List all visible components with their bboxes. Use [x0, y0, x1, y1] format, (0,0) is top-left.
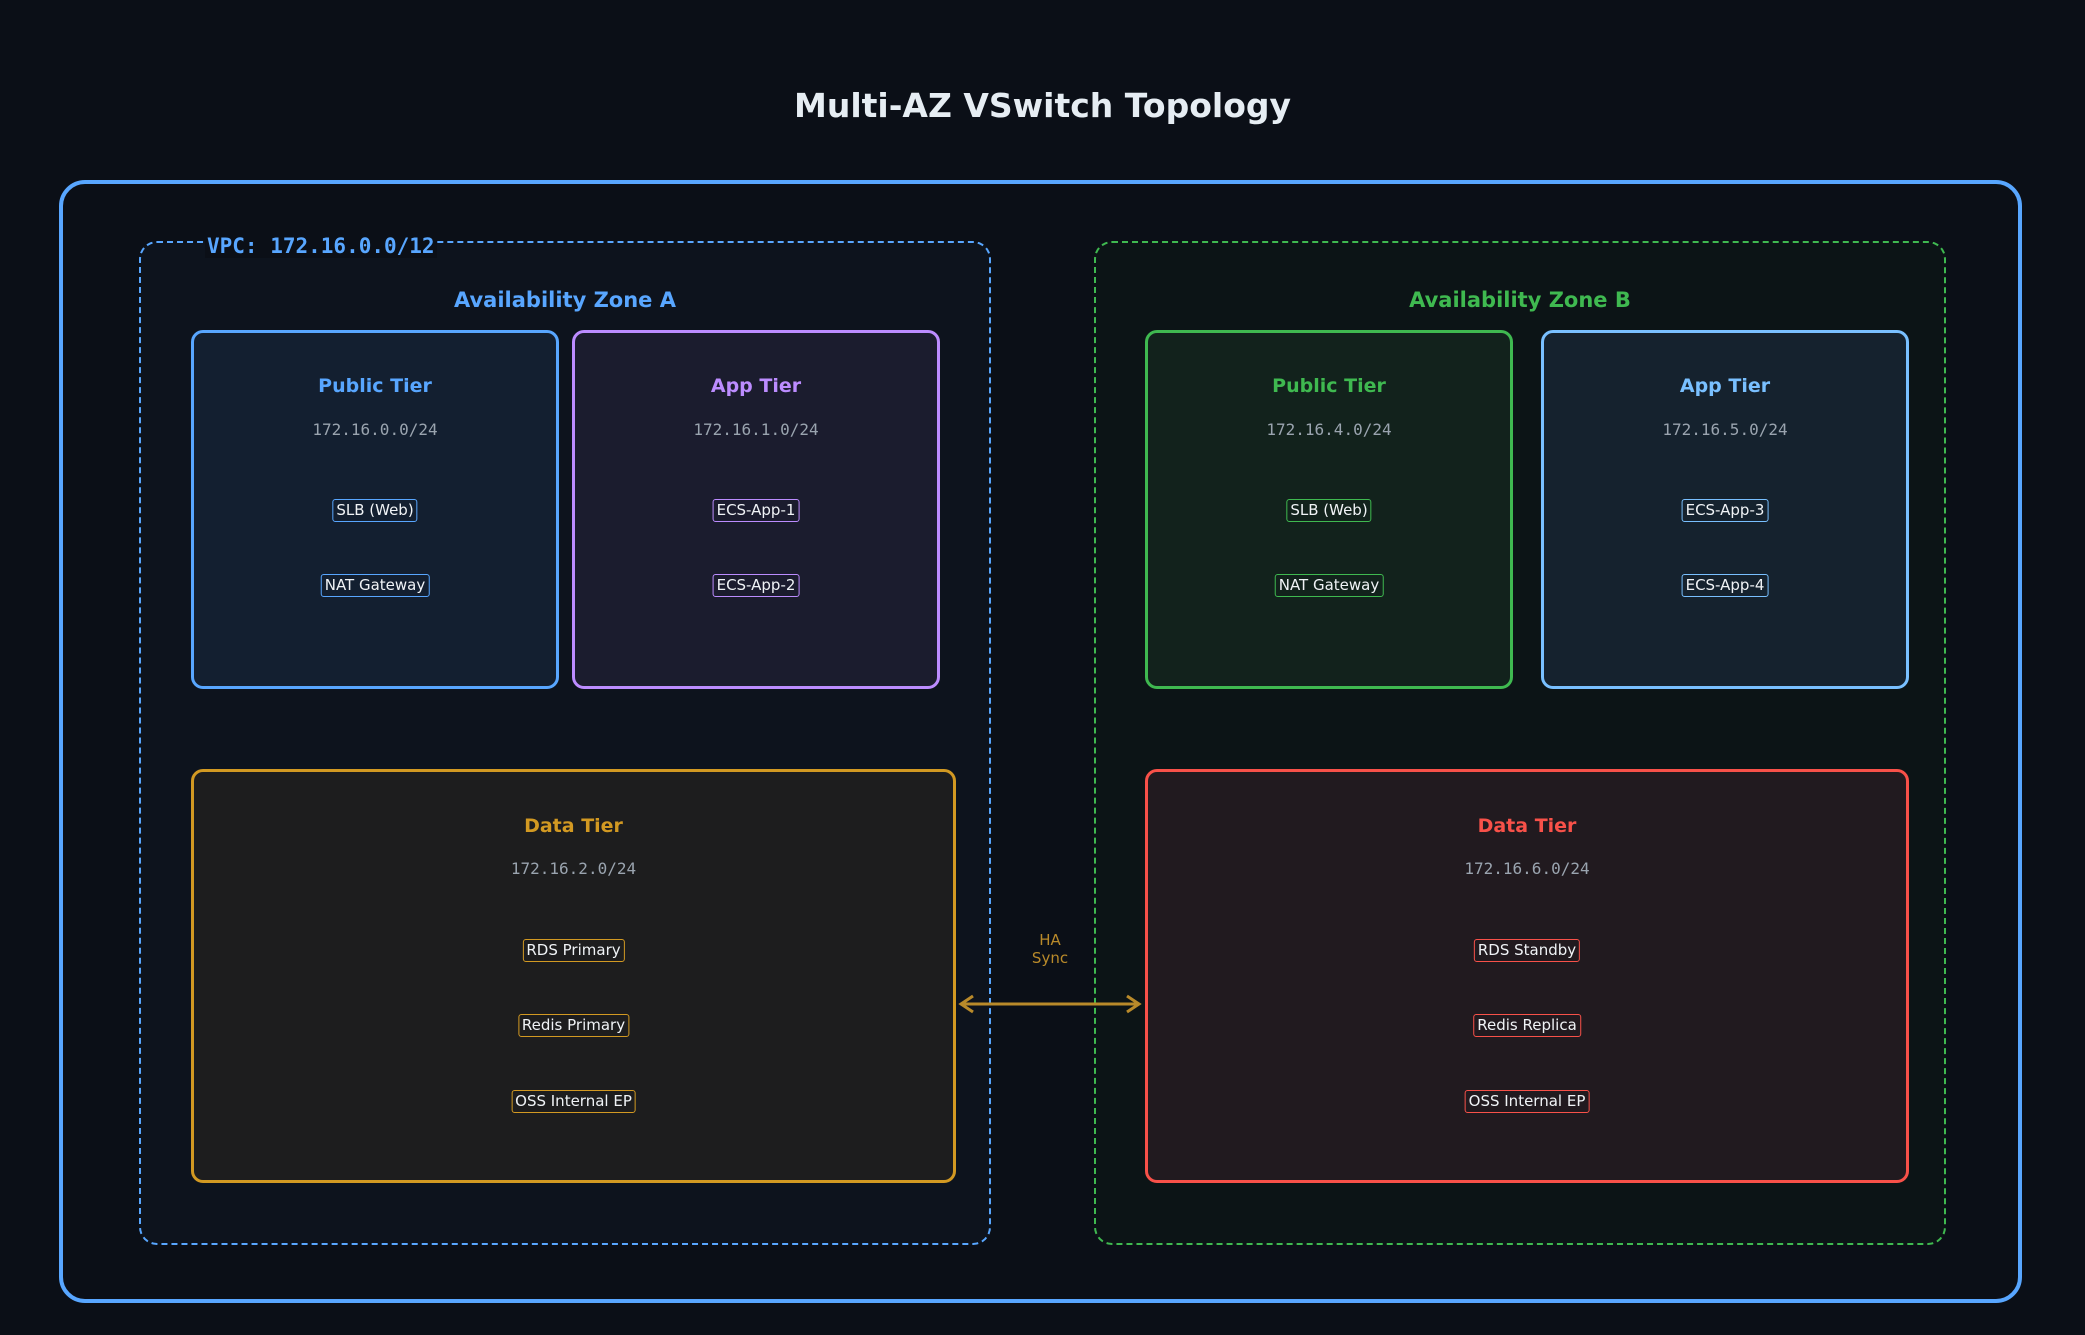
zone-b-label: Availability Zone B — [1409, 288, 1631, 312]
resource-ecs-app[interactable]: ECS-App-4 — [1681, 574, 1769, 597]
zone-a-data-tier[interactable]: Data Tier 172.16.2.0/24 RDS Primary Redi… — [191, 769, 956, 1183]
tier-cidr: 172.16.4.0/24 — [1266, 420, 1392, 439]
zone-a-public-tier[interactable]: Public Tier 172.16.0.0/24 SLB (Web) NAT … — [191, 330, 559, 689]
resource-rds[interactable]: RDS Standby — [1473, 939, 1581, 962]
tier-cidr: 172.16.0.0/24 — [312, 420, 438, 439]
tier-name: App Tier — [1679, 375, 1771, 397]
ha-sync-label-line1: HA — [1039, 931, 1061, 949]
zone-b-public-tier[interactable]: Public Tier 172.16.4.0/24 SLB (Web) NAT … — [1145, 330, 1513, 689]
ha-sync-arrow-icon — [958, 994, 1142, 1014]
resource-oss-endpoint[interactable]: OSS Internal EP — [511, 1090, 636, 1113]
resource-ecs-app[interactable]: ECS-App-3 — [1681, 499, 1769, 522]
tier-name: App Tier — [710, 375, 802, 397]
vpc-boundary — [59, 180, 2022, 1303]
tier-cidr: 172.16.6.0/24 — [1464, 859, 1590, 878]
tier-name: Data Tier — [524, 815, 623, 837]
resource-redis[interactable]: Redis Primary — [517, 1014, 630, 1037]
resource-slb[interactable]: SLB (Web) — [332, 499, 418, 522]
tier-name: Data Tier — [1477, 815, 1577, 837]
tier-name: Public Tier — [1272, 375, 1386, 397]
resource-ecs-app[interactable]: ECS-App-1 — [712, 499, 800, 522]
resource-oss-endpoint[interactable]: OSS Internal EP — [1464, 1090, 1590, 1113]
vpc-label: VPC: 172.16.0.0/12 — [205, 234, 437, 258]
zone-b-data-tier[interactable]: Data Tier 172.16.6.0/24 RDS Standby Redi… — [1145, 769, 1909, 1183]
resource-slb[interactable]: SLB (Web) — [1286, 499, 1372, 522]
tier-cidr: 172.16.1.0/24 — [693, 420, 819, 439]
resource-redis[interactable]: Redis Replica — [1473, 1014, 1581, 1037]
zone-a-label: Availability Zone A — [453, 288, 676, 312]
resource-nat-gateway[interactable]: NAT Gateway — [320, 574, 430, 597]
resource-ecs-app[interactable]: ECS-App-2 — [712, 574, 800, 597]
zone-a-app-tier[interactable]: App Tier 172.16.1.0/24 ECS-App-1 ECS-App… — [572, 330, 940, 689]
resource-rds[interactable]: RDS Primary — [522, 939, 625, 962]
ha-sync-label-line2: Sync — [1031, 949, 1069, 967]
zone-b-app-tier[interactable]: App Tier 172.16.5.0/24 ECS-App-3 ECS-App… — [1541, 330, 1909, 689]
resource-nat-gateway[interactable]: NAT Gateway — [1274, 574, 1384, 597]
tier-cidr: 172.16.5.0/24 — [1662, 420, 1788, 439]
ha-sync-label: HA Sync — [1010, 931, 1090, 967]
tier-cidr: 172.16.2.0/24 — [510, 859, 637, 878]
tier-name: Public Tier — [318, 375, 432, 397]
page-title: Multi-AZ VSwitch Topology — [793, 86, 1291, 125]
